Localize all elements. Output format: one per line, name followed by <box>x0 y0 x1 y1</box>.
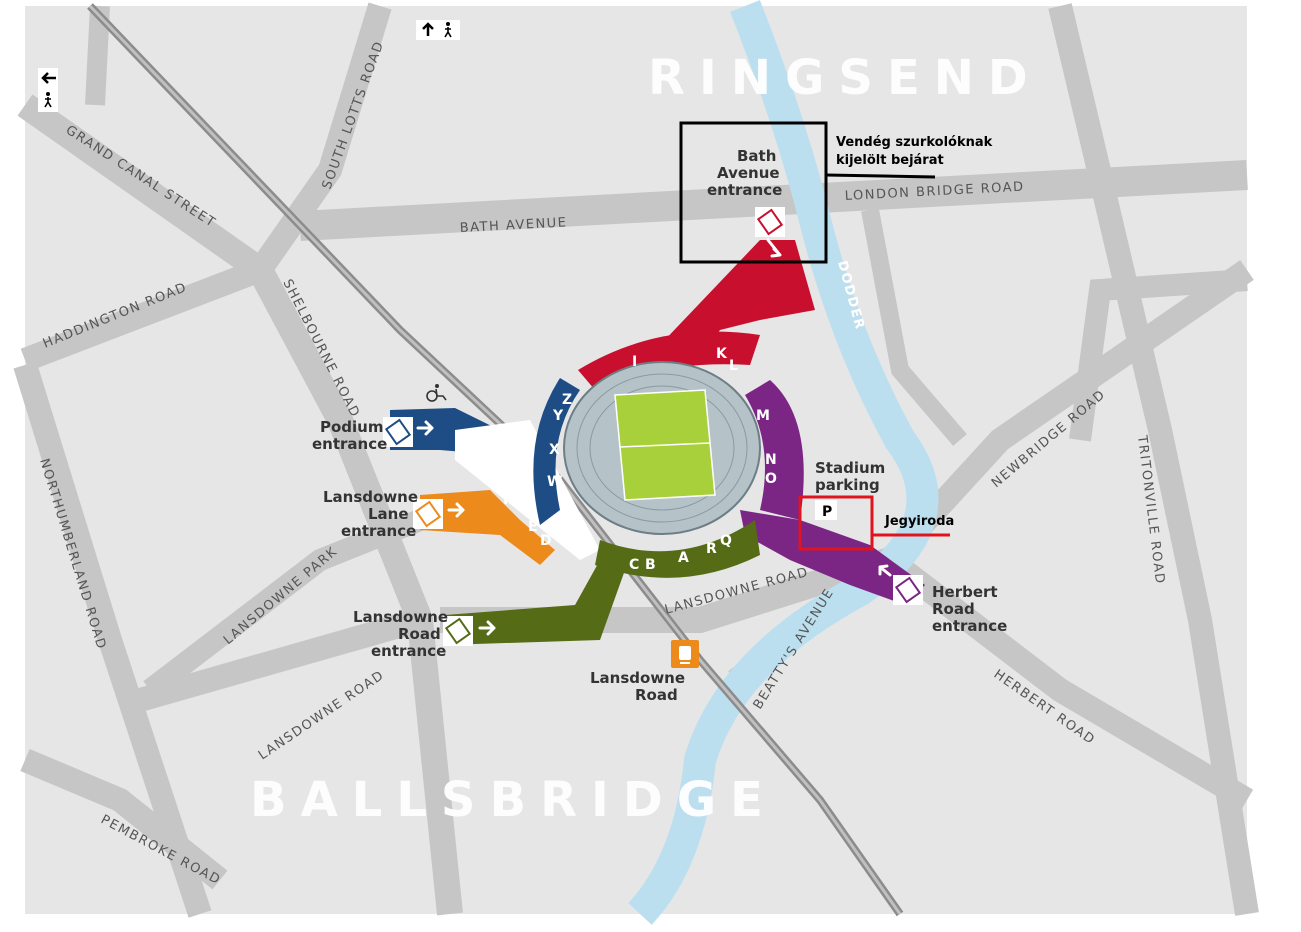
svg-text:entrance: entrance <box>371 642 446 660</box>
stands <box>533 331 804 578</box>
svg-text:Jegyiroda: Jegyiroda <box>884 514 954 529</box>
ticket-icon <box>893 575 923 605</box>
svg-text:parking: parking <box>815 476 880 494</box>
svg-text:Q: Q <box>720 533 732 549</box>
svg-text:V: V <box>557 491 568 507</box>
svg-text:Stadium: Stadium <box>815 459 885 477</box>
svg-text:Road: Road <box>398 625 441 643</box>
svg-text:Y: Y <box>552 408 564 424</box>
svg-text:M: M <box>756 408 770 424</box>
ticket-icon <box>383 417 413 447</box>
svg-text:Road: Road <box>635 686 678 704</box>
stand-west <box>533 378 580 525</box>
river-dodder <box>628 0 939 925</box>
entrance-label-lansdowne-road: Lansdowne Road entrance <box>353 608 448 660</box>
svg-text:D: D <box>540 533 552 549</box>
svg-text:Z: Z <box>562 392 572 408</box>
ticket-icon <box>443 616 473 646</box>
svg-text:Lane: Lane <box>368 505 409 523</box>
svg-text:E: E <box>528 519 538 535</box>
svg-text:P: P <box>822 504 832 520</box>
svg-text:Road: Road <box>932 600 975 618</box>
svg-text:entrance: entrance <box>312 435 387 453</box>
entrance-label-podium: Podium entrance <box>312 418 387 453</box>
svg-text:Lansdowne: Lansdowne <box>353 608 448 626</box>
svg-text:R: R <box>706 541 717 557</box>
arrow-icon <box>416 238 892 636</box>
svg-text:C: C <box>629 557 639 573</box>
svg-text:F: F <box>503 492 513 508</box>
svg-text:I: I <box>632 354 637 370</box>
svg-text:A: A <box>678 550 689 566</box>
svg-text:N: N <box>765 452 777 468</box>
train-icon <box>671 640 699 668</box>
stadium-bowl <box>563 361 761 535</box>
svg-text:L: L <box>729 358 738 374</box>
wheelchair-icon <box>426 384 447 402</box>
svg-text:O: O <box>765 471 777 487</box>
stadium-parking-label: Stadium parking <box>815 459 885 494</box>
svg-text:entrance: entrance <box>341 522 416 540</box>
svg-text:B: B <box>645 557 656 573</box>
parking-icon: P <box>815 500 837 520</box>
stand-east <box>745 380 804 520</box>
svg-text:Lansdowne: Lansdowne <box>323 488 418 506</box>
district-ballsbridge: BALLSBRIDGE <box>250 772 777 828</box>
ticket-icon <box>413 499 443 529</box>
stand-south <box>595 520 760 578</box>
svg-text:K: K <box>716 346 728 362</box>
svg-text:entrance: entrance <box>707 181 782 199</box>
svg-text:W: W <box>547 474 562 490</box>
straight-pedestrian-icon <box>416 20 460 40</box>
entrance-label-herbert: Herbert Road entrance <box>932 583 1007 635</box>
station-label: Lansdowne Road <box>590 669 685 704</box>
svg-text:X: X <box>549 442 560 458</box>
turn-left-pedestrian-icon <box>38 68 58 112</box>
district-ringsend: RINGSEND <box>648 50 1042 106</box>
ticket-office-annotation: Jegyiroda <box>798 495 954 551</box>
svg-text:entrance: entrance <box>932 617 1007 635</box>
visitor-entrance-annotation: Vendég szurkolóknak kijelölt bejárat <box>679 121 993 264</box>
svg-text:Herbert: Herbert <box>932 583 998 601</box>
approach-ramps <box>390 240 925 645</box>
ticket-icon <box>755 207 785 237</box>
entrance-label-lansdowne-lane: Lansdowne Lane entrance <box>323 488 418 540</box>
svg-text:Podium: Podium <box>320 418 384 436</box>
section-letters: I K L M N O Z Y X W V F E D C B A R Q <box>503 346 777 573</box>
street-bath-avenue: BATH AVENUE <box>459 215 567 236</box>
svg-text:Bath: Bath <box>737 147 776 165</box>
svg-text:Vendég szurkolóknak: Vendég szurkolóknak <box>836 135 993 150</box>
svg-text:Lansdowne: Lansdowne <box>590 669 685 687</box>
entrance-label-bath: Bath Avenue entrance <box>707 147 782 199</box>
svg-text:kijelölt bejárat: kijelölt bejárat <box>836 153 944 168</box>
svg-text:Avenue: Avenue <box>717 164 780 182</box>
